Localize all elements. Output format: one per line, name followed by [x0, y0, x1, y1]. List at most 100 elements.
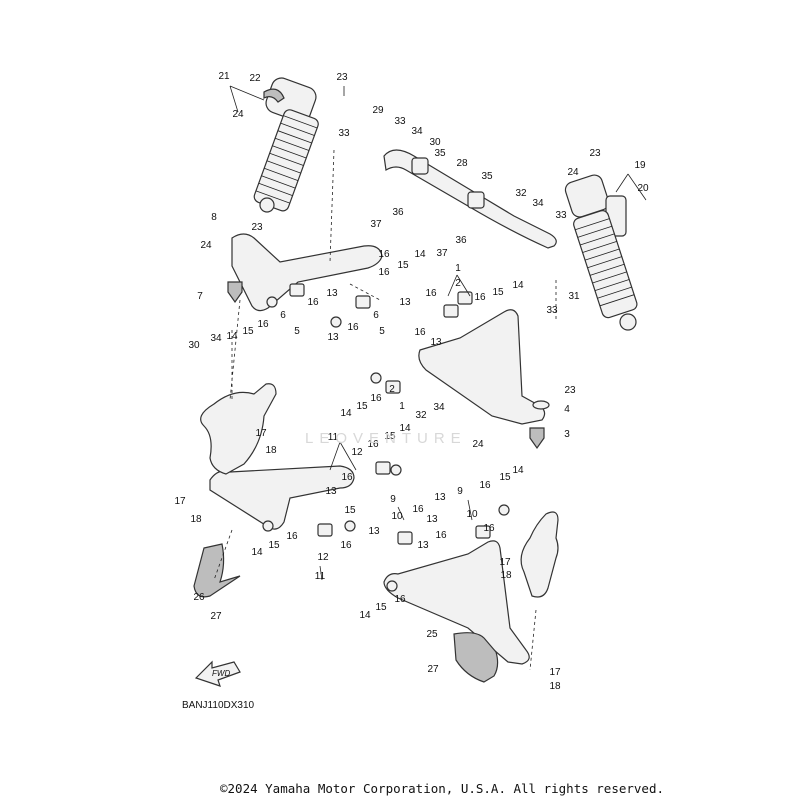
callout-14: 14 [512, 280, 524, 291]
callout-17: 17 [174, 496, 186, 507]
callout-6: 6 [280, 310, 286, 321]
callout-27: 27 [427, 664, 439, 675]
callout-13: 13 [368, 526, 380, 537]
callout-14: 14 [340, 408, 352, 419]
callout-18: 18 [500, 570, 512, 581]
callout-23: 23 [564, 385, 576, 396]
callout-24: 24 [567, 167, 579, 178]
callout-30: 30 [429, 137, 441, 148]
callout-16: 16 [412, 504, 424, 515]
callout-15: 15 [356, 401, 368, 412]
callout-18: 18 [549, 681, 561, 692]
callout-15: 15 [344, 505, 356, 516]
drawing-code: BANJ110DX310 [182, 700, 255, 711]
bushings [262, 283, 510, 592]
fwd-arrow-icon: FWD [194, 660, 241, 687]
callout-16: 16 [340, 540, 352, 551]
callout-18: 18 [265, 445, 277, 456]
lower-arm-left [209, 465, 355, 530]
callout-28: 28 [456, 158, 468, 169]
callout-2: 2 [455, 278, 461, 289]
callout-17: 17 [549, 667, 561, 678]
callout-34: 34 [210, 333, 222, 344]
callout-33: 33 [555, 210, 567, 221]
callout-27: 27 [210, 611, 222, 622]
callout-9: 9 [390, 494, 396, 505]
callout-29: 29 [372, 105, 384, 116]
callout-15: 15 [397, 260, 409, 271]
shock-protector-22 [263, 88, 285, 103]
leader-lines [229, 85, 647, 581]
callout-11: 11 [328, 432, 339, 443]
callout-5: 5 [379, 326, 385, 337]
callout-23: 23 [251, 222, 263, 233]
callout-13: 13 [426, 514, 438, 525]
callout-16: 16 [394, 594, 406, 605]
callout-9: 9 [457, 486, 463, 497]
callout-35: 35 [481, 171, 493, 182]
knuckle-left [200, 383, 277, 475]
fwd-label: FWD [212, 669, 230, 678]
boot-4 [532, 400, 550, 410]
callout-23: 23 [589, 148, 601, 159]
callout-15: 15 [375, 602, 387, 613]
callout-16: 16 [286, 531, 298, 542]
callout-24: 24 [472, 439, 484, 450]
callout-13: 13 [417, 540, 429, 551]
callout-13: 13 [399, 297, 411, 308]
callout-16: 16 [435, 530, 447, 541]
callout-14: 14 [399, 423, 411, 434]
callout-26: 26 [193, 592, 205, 603]
lower-arm-right [383, 540, 530, 665]
callout-16: 16 [483, 523, 495, 534]
callout-10: 10 [466, 509, 478, 520]
watermark: LEOVENTURE [305, 430, 467, 447]
callout-16: 16 [370, 393, 382, 404]
callout-13: 13 [325, 486, 337, 497]
callout-36: 36 [455, 235, 467, 246]
callout-13: 13 [430, 337, 442, 348]
callout-16: 16 [257, 319, 269, 330]
callout-33: 33 [546, 305, 558, 316]
callout-19: 19 [634, 160, 646, 171]
callout-24: 24 [200, 240, 212, 251]
callout-33: 33 [338, 128, 350, 139]
stabilizer-bush-left [411, 157, 429, 175]
callout-37: 37 [370, 219, 382, 230]
callout-14: 14 [251, 547, 263, 558]
callout-32: 32 [515, 188, 527, 199]
callout-25: 25 [426, 629, 438, 640]
left-shock-absorber [253, 77, 319, 213]
callout-16: 16 [307, 297, 319, 308]
callout-14: 14 [414, 249, 426, 260]
callout-14: 14 [226, 331, 238, 342]
callout-16: 16 [341, 472, 353, 483]
callout-20: 20 [637, 183, 649, 194]
callout-12: 12 [351, 447, 363, 458]
callout-30: 30 [188, 340, 200, 351]
callout-24: 24 [232, 109, 244, 120]
callout-5: 5 [294, 326, 300, 337]
stabilizer-bush-right [467, 191, 485, 209]
callout-7: 7 [197, 291, 203, 302]
callout-15: 15 [384, 431, 396, 442]
callout-1: 1 [399, 401, 405, 412]
callout-16: 16 [378, 267, 390, 278]
knuckle-right [520, 511, 559, 598]
callout-12: 12 [317, 552, 329, 563]
callout-11: 11 [315, 571, 326, 582]
callout-33: 33 [394, 116, 406, 127]
callout-22: 22 [249, 73, 261, 84]
callout-13: 13 [327, 332, 339, 343]
callout-8: 8 [211, 212, 217, 223]
callout-23: 23 [336, 72, 348, 83]
callout-15: 15 [242, 326, 254, 337]
callout-34: 34 [532, 198, 544, 209]
callout-16: 16 [347, 322, 359, 333]
callout-18: 18 [190, 514, 202, 525]
callout-16: 16 [414, 327, 426, 338]
callout-15: 15 [492, 287, 504, 298]
right-shock-absorber [564, 174, 638, 331]
